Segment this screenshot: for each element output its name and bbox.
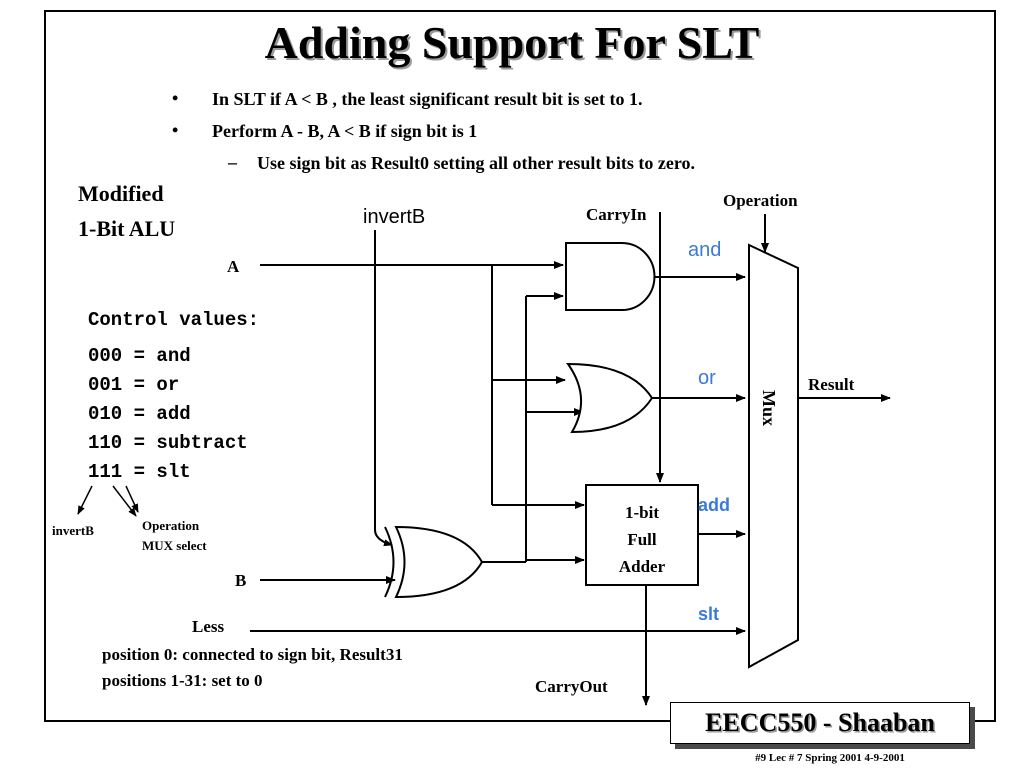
invertB-label: invertB [363,206,425,228]
annot-operation: Operation [142,518,200,533]
full-adder-box [585,484,699,586]
and-gate [565,242,656,311]
bullet-marker-2: • [172,120,179,140]
result-label: Result [808,375,855,394]
control-row-1: 000 = and [88,345,191,367]
mux-label: Mux [759,390,779,426]
annot-invertB: invertB [52,523,94,538]
carryout-label: CarryOut [535,677,608,696]
less-note-1: position 0: connected to sign bit, Resul… [102,645,403,664]
diagram-heading-line2: 1-Bit ALU [78,216,175,241]
mux-input-slt-label: slt [698,604,719,624]
bullet-1: In SLT if A < B , the least significant … [212,89,643,109]
bullet-2: Perform A - B, A < B if sign bit is 1 [212,121,478,141]
sub-bullet: Use sign bit as Result0 setting all othe… [257,153,695,173]
footer-badge-text: EECC550 - Shaaban [705,708,935,737]
bullet-marker-1: • [172,88,179,108]
annot-arrow-invertB [77,485,93,515]
mux-input-and-label: and [688,239,721,261]
annot-arrow-op-2 [125,485,139,513]
carryin-label: CarryIn [586,205,647,224]
input-a-label: A [227,257,240,276]
xor-gate [394,525,484,599]
footer-note: #9 Lec # 7 Spring 2001 4-9-2001 [755,752,905,764]
control-row-5: 111 = slt [88,461,191,483]
xor-gate-back [384,526,395,598]
control-values-heading: Control values: [88,309,260,331]
operation-label: Operation [723,191,798,210]
control-row-2: 001 = or [88,374,180,396]
slide-title: Adding Support For SLT [264,17,760,68]
control-row-4: 110 = subtract [88,432,248,454]
annot-mux-select: MUX select [142,538,207,553]
adder-label-line2: Full [627,530,657,549]
less-label: Less [192,617,225,636]
input-b-label: B [235,571,246,590]
mux-input-or-label: or [698,367,716,389]
wire-invertB-to-xor [374,529,393,547]
or-gate [566,362,654,434]
mux-block [748,243,799,669]
diagram-heading-line1: Modified [78,181,164,206]
adder-label-line3: Adder [619,557,666,576]
less-note-2: positions 1-31: set to 0 [102,671,263,690]
control-row-3: 010 = add [88,403,191,425]
sub-bullet-marker: – [228,152,237,172]
mux-input-add-label: add [698,495,730,515]
footer-badge: EECC550 - Shaaban [670,702,970,744]
adder-label-line1: 1-bit [625,503,659,522]
slide-frame [44,10,996,722]
